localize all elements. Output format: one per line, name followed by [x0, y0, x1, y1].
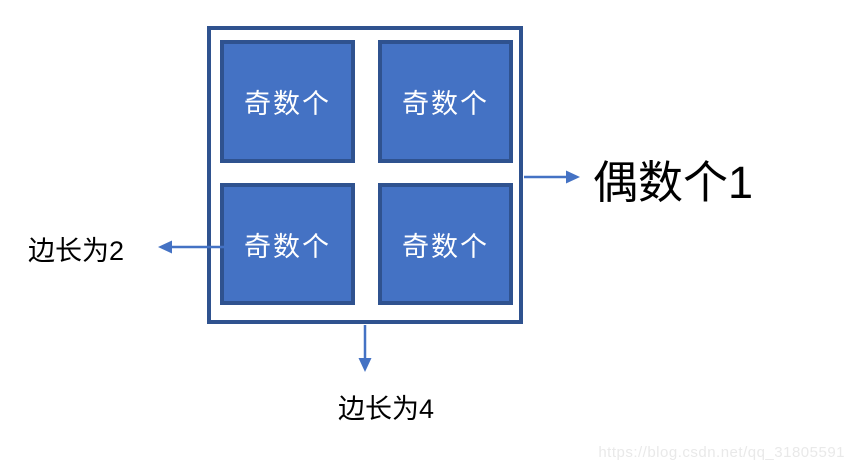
grid-square-label: 奇数个 — [402, 89, 489, 119]
annotation-side-length-2: 边长为2 — [28, 236, 125, 266]
arrow-right-icon — [524, 170, 580, 184]
grid-square-label: 奇数个 — [244, 89, 331, 119]
annotation-side-length-4: 边长为4 — [338, 394, 435, 424]
grid-square-label: 奇数个 — [244, 231, 331, 262]
grid-square-label: 奇数个 — [402, 231, 489, 262]
annotation-even-count: 偶数个1 — [593, 157, 754, 208]
watermark-url: https://blog.csdn.net/qq_31805591 — [598, 444, 845, 461]
grid-square-top-right: 奇数个 — [378, 40, 513, 163]
arrow-down-icon — [358, 325, 372, 372]
grid-square-top-left: 奇数个 — [220, 40, 355, 163]
grid-square-bottom-left: 奇数个 — [220, 183, 355, 305]
grid-square-bottom-right: 奇数个 — [378, 183, 513, 305]
